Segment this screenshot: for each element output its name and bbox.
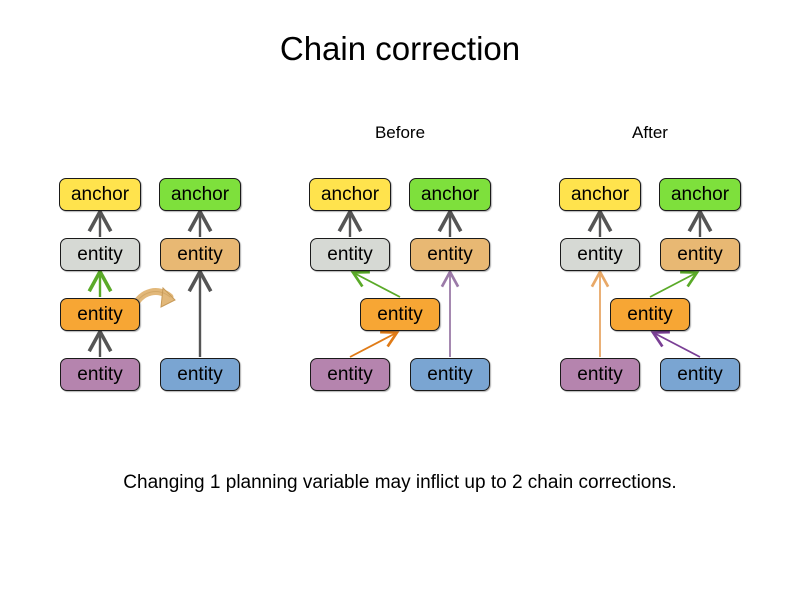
initial-anchor-green[interactable]: anchor <box>159 178 241 211</box>
edge-entity-purple-to-entity-orange <box>349 330 400 358</box>
initial-entity-orange[interactable]: entity <box>60 298 140 331</box>
initial-entity-blue[interactable]: entity <box>160 358 240 391</box>
before-entity-orange[interactable]: entity <box>360 298 440 331</box>
initial-entity-grey[interactable]: entity <box>60 238 140 271</box>
phase-label-before: Before <box>374 123 426 142</box>
before-entity-grey[interactable]: entity <box>310 238 390 271</box>
before-entity-tan[interactable]: entity <box>410 238 490 271</box>
before-entity-purple[interactable]: entity <box>310 358 390 391</box>
initial-entity-purple[interactable]: entity <box>60 358 140 391</box>
initial-entity-tan[interactable]: entity <box>160 238 240 271</box>
initial-anchor-yellow[interactable]: anchor <box>59 178 141 211</box>
panel-initial-edges <box>87 207 213 357</box>
after-entity-purple[interactable]: entity <box>560 358 640 391</box>
panel-before-edges <box>337 207 463 358</box>
edge-entity-blue-to-entity-orange <box>650 330 701 358</box>
before-anchor-green[interactable]: anchor <box>409 178 491 211</box>
after-entity-orange[interactable]: entity <box>610 298 690 331</box>
phase-label-after: After <box>632 123 668 142</box>
after-anchor-green[interactable]: anchor <box>659 178 741 211</box>
panel-after-edges <box>587 207 713 358</box>
page-title: Chain correction <box>279 30 521 67</box>
before-anchor-yellow[interactable]: anchor <box>309 178 391 211</box>
after-anchor-yellow[interactable]: anchor <box>559 178 641 211</box>
before-entity-blue[interactable]: entity <box>410 358 490 391</box>
after-entity-tan[interactable]: entity <box>660 238 740 271</box>
edge-entity-orange-to-entity-tan <box>649 270 700 298</box>
after-entity-grey[interactable]: entity <box>560 238 640 271</box>
edge-entity-orange-to-entity-grey <box>350 270 401 298</box>
after-entity-blue[interactable]: entity <box>660 358 740 391</box>
slide-caption: Changing 1 planning variable may inflict… <box>123 472 677 493</box>
